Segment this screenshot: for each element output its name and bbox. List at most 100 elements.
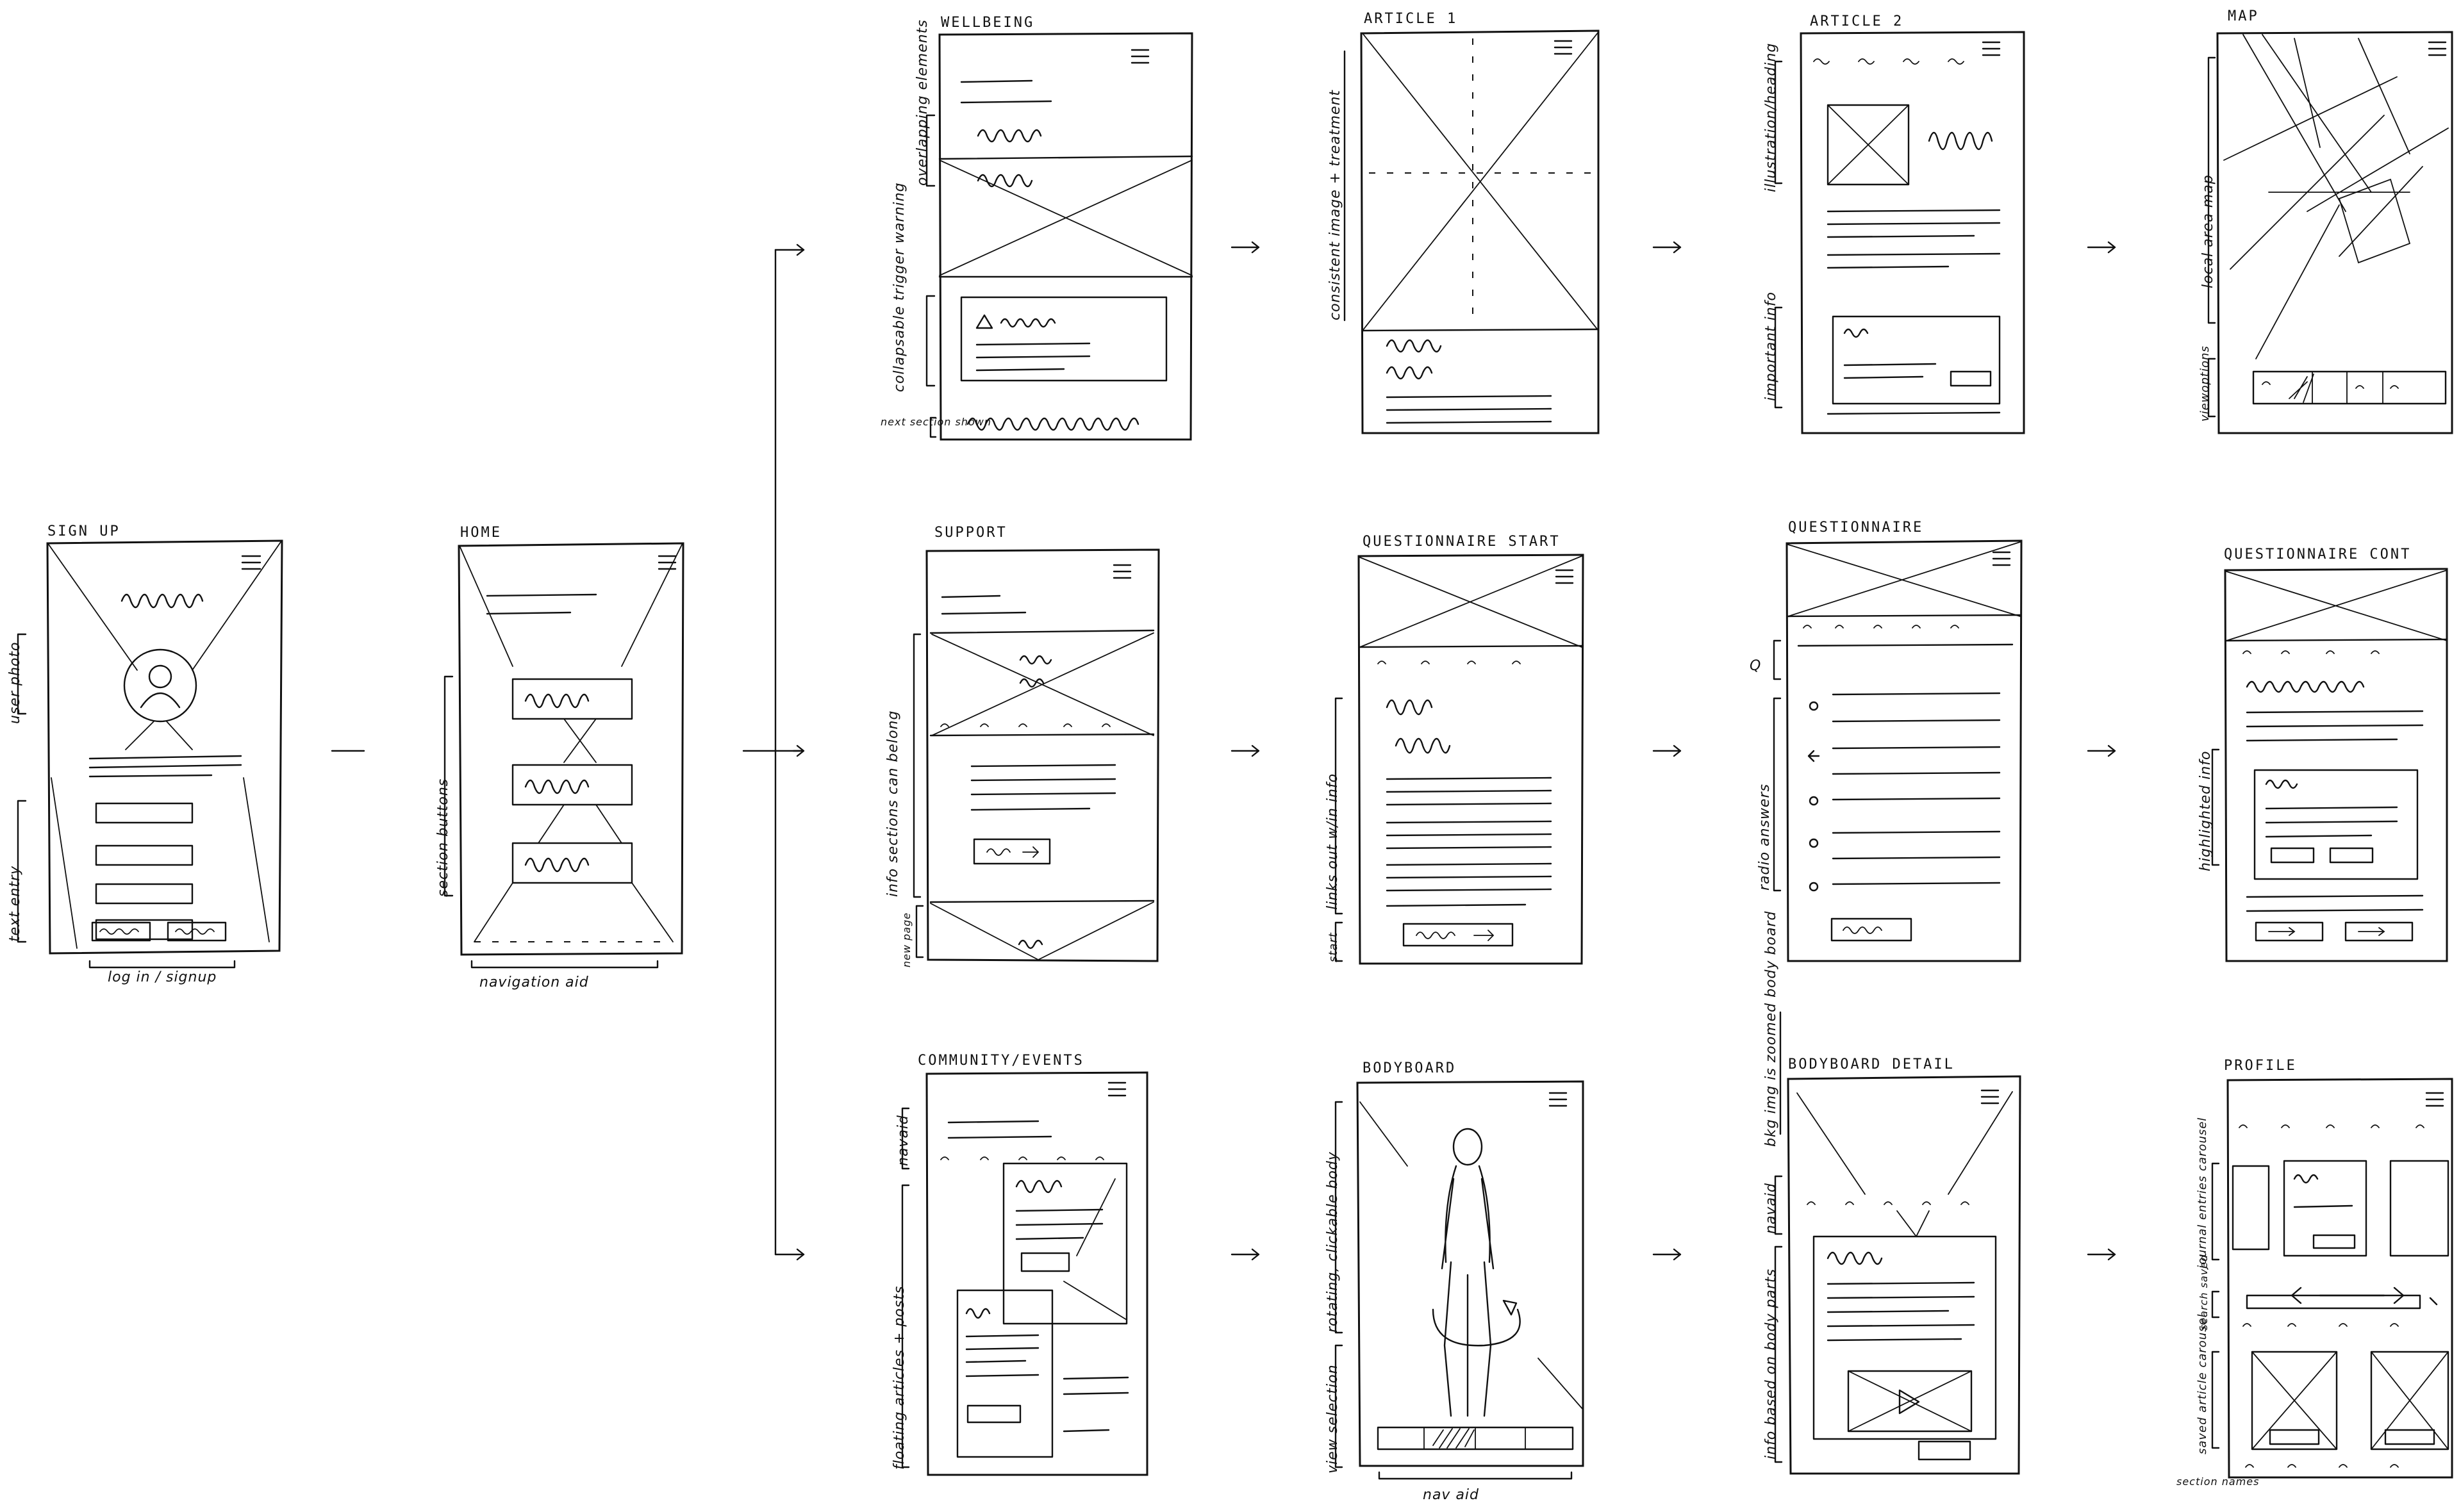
screen-title: MAP [2228, 8, 2259, 24]
annotation-rotating-body: rotating, clickable body [1325, 1151, 1341, 1333]
video-player[interactable] [1847, 1370, 1973, 1433]
search-icon [2429, 1297, 2438, 1306]
highlighted-info-box[interactable] [2253, 769, 2419, 880]
next-button[interactable] [1830, 917, 1912, 942]
hamburger-menu-icon[interactable] [1131, 49, 1150, 64]
hamburger-menu-icon[interactable] [1982, 41, 2001, 56]
screen-title: BODYBOARD DETAIL [1788, 1056, 1955, 1072]
annotation-important-info: important info [1763, 292, 1779, 401]
annotation-user-photo: user photo [7, 642, 23, 724]
warning-card[interactable] [960, 296, 1168, 382]
screen-profile: PROFILE journal entries carouse [2176, 1058, 2453, 1488]
screen-title: BODYBOARD [1363, 1060, 1456, 1076]
radio-answers[interactable] [1807, 692, 2001, 892]
annotation-next-section: next section shown [881, 416, 991, 428]
screen-questionnaire-start: QUESTIONNAIRE START links out w/in info … [1325, 534, 1584, 965]
annotation-consistent-image: consistent image + treatment [1327, 90, 1343, 320]
floating-article-card[interactable] [1002, 1162, 1128, 1325]
annotation-info-body-parts: info based on body parts [1763, 1269, 1779, 1459]
hamburger-menu-icon[interactable] [241, 555, 261, 570]
annotation-illustration-heading: illustration/heading [1763, 43, 1779, 192]
more-button [1918, 1440, 1971, 1461]
annotation-floating-articles: floating articles + posts [891, 1286, 907, 1470]
screen-title: HOME [460, 525, 502, 541]
search-saved-bar[interactable] [2246, 1294, 2438, 1310]
screen-title: QUESTIONNAIRE [1788, 520, 1923, 536]
view-selection-bar[interactable] [1377, 1426, 1574, 1450]
detail-card[interactable] [1812, 1235, 1997, 1461]
section-button-support[interactable] [511, 764, 633, 806]
important-info-box[interactable] [1832, 315, 2001, 405]
annotation-radio-answers: radio answers [1757, 784, 1773, 891]
screen-questionnaire-cont: QUESTIONNAIRE CONT highlighted info [2198, 546, 2448, 962]
annotation-start: start [1327, 932, 1340, 962]
annotation-journal-carousel: journal entries carousel [2196, 1117, 2209, 1270]
screen-home: HOME section buttons navigation aid [435, 525, 684, 990]
signup-button[interactable] [167, 921, 227, 942]
hamburger-menu-icon[interactable] [2425, 1092, 2444, 1107]
link-button[interactable] [973, 838, 1051, 865]
start-button[interactable] [1402, 923, 1514, 947]
screen-title: ARTICLE 2 [1810, 13, 1903, 29]
hamburger-menu-icon[interactable] [1548, 1092, 1568, 1107]
hamburger-menu-icon[interactable] [1555, 569, 1574, 584]
screen-title: SIGN UP [47, 523, 120, 539]
annotation-highlighted-info: highlighted info [2198, 751, 2214, 871]
screen-wellbeing: WELLBEING overlapping elements collapsab… [881, 15, 1193, 441]
annotation-saved-article-carousel: saved article carousel [2196, 1313, 2209, 1454]
view-options-bar[interactable] [2252, 370, 2447, 405]
screen-community-events: COMMUNITY/EVENTS navaid [891, 1053, 1148, 1476]
saved-article-carousel[interactable] [2251, 1351, 2449, 1450]
screen-bodyboard-detail: BODYBOARD DETAIL bkg img is zoomed body … [1763, 911, 2021, 1475]
local-area-map[interactable] [2223, 34, 2449, 359]
rotating-body-figure[interactable] [1432, 1128, 1521, 1417]
section-button-wellbeing[interactable] [511, 678, 633, 720]
annotation-text-entry: text entry [7, 866, 23, 942]
hamburger-menu-icon[interactable] [1980, 1089, 2000, 1105]
screen-title: QUESTIONNAIRE CONT [2224, 546, 2411, 563]
screen-title: WELLBEING [941, 15, 1034, 31]
hamburger-menu-icon[interactable] [2428, 41, 2447, 56]
screen-questionnaire: QUESTIONNAIRE Q radio answe [1750, 520, 2023, 962]
cursor-icon [1807, 750, 1820, 762]
screen-title: QUESTIONNAIRE START [1363, 534, 1561, 550]
flow-connectors [331, 241, 2116, 1261]
warning-triangle-icon [975, 314, 993, 329]
annotation-overlapping-elements: overlapping elements [915, 19, 931, 186]
annotation-q: Q [1750, 658, 1761, 674]
screen-support: SUPPORT info sections can belong new pag… [885, 525, 1160, 967]
annotation-navigation-aid: navigation aid [479, 974, 589, 990]
hamburger-menu-icon[interactable] [1113, 564, 1132, 579]
login-button[interactable] [91, 921, 151, 942]
annotation-bkg-img: bkg img is zoomed body board [1763, 911, 1779, 1147]
annotation-search-saved: search saved [2198, 1254, 2210, 1330]
section-button-community[interactable] [511, 842, 633, 884]
hamburger-menu-icon[interactable] [1992, 551, 2011, 566]
next-button[interactable] [2344, 921, 2414, 942]
play-icon [1898, 1389, 1920, 1415]
annotation-section-buttons: section buttons [435, 778, 451, 897]
screen-signup: SIGN UP user photo text entry [7, 523, 283, 985]
user-avatar-icon[interactable] [123, 648, 197, 723]
screen-article2: ARTICLE 2 illustration/heading important… [1763, 13, 2025, 434]
hamburger-menu-icon[interactable] [1554, 40, 1573, 55]
annotation-navaid: navaid [895, 1115, 911, 1166]
floating-post-card[interactable] [956, 1289, 1054, 1458]
annotation-new-page: new page [900, 912, 913, 967]
prev-button[interactable] [2255, 921, 2324, 942]
screen-title: COMMUNITY/EVENTS [918, 1053, 1084, 1069]
screen-title: ARTICLE 1 [1364, 11, 1457, 27]
screen-map: MAP local area map viewoptions [2198, 8, 2453, 434]
annotation-login-signup: log in / signup [108, 969, 217, 985]
rotate-arrow-icon [1502, 1299, 1518, 1316]
screen-title: PROFILE [2224, 1058, 2297, 1074]
annotation-view-options: viewoptions [2198, 345, 2212, 422]
journal-carousel[interactable] [2232, 1160, 2449, 1304]
annotation-local-area-map: local area map [2200, 174, 2216, 288]
annotation-nav-aid: nav aid [1423, 1487, 1479, 1503]
annotation-collapsable-trigger-warning: collapsable trigger warning [891, 182, 907, 392]
screen-bodyboard: BODYBOARD rotating, clickable body view … [1325, 1060, 1584, 1503]
illustration-placeholder [1827, 104, 1910, 186]
hamburger-menu-icon[interactable] [1107, 1081, 1127, 1097]
